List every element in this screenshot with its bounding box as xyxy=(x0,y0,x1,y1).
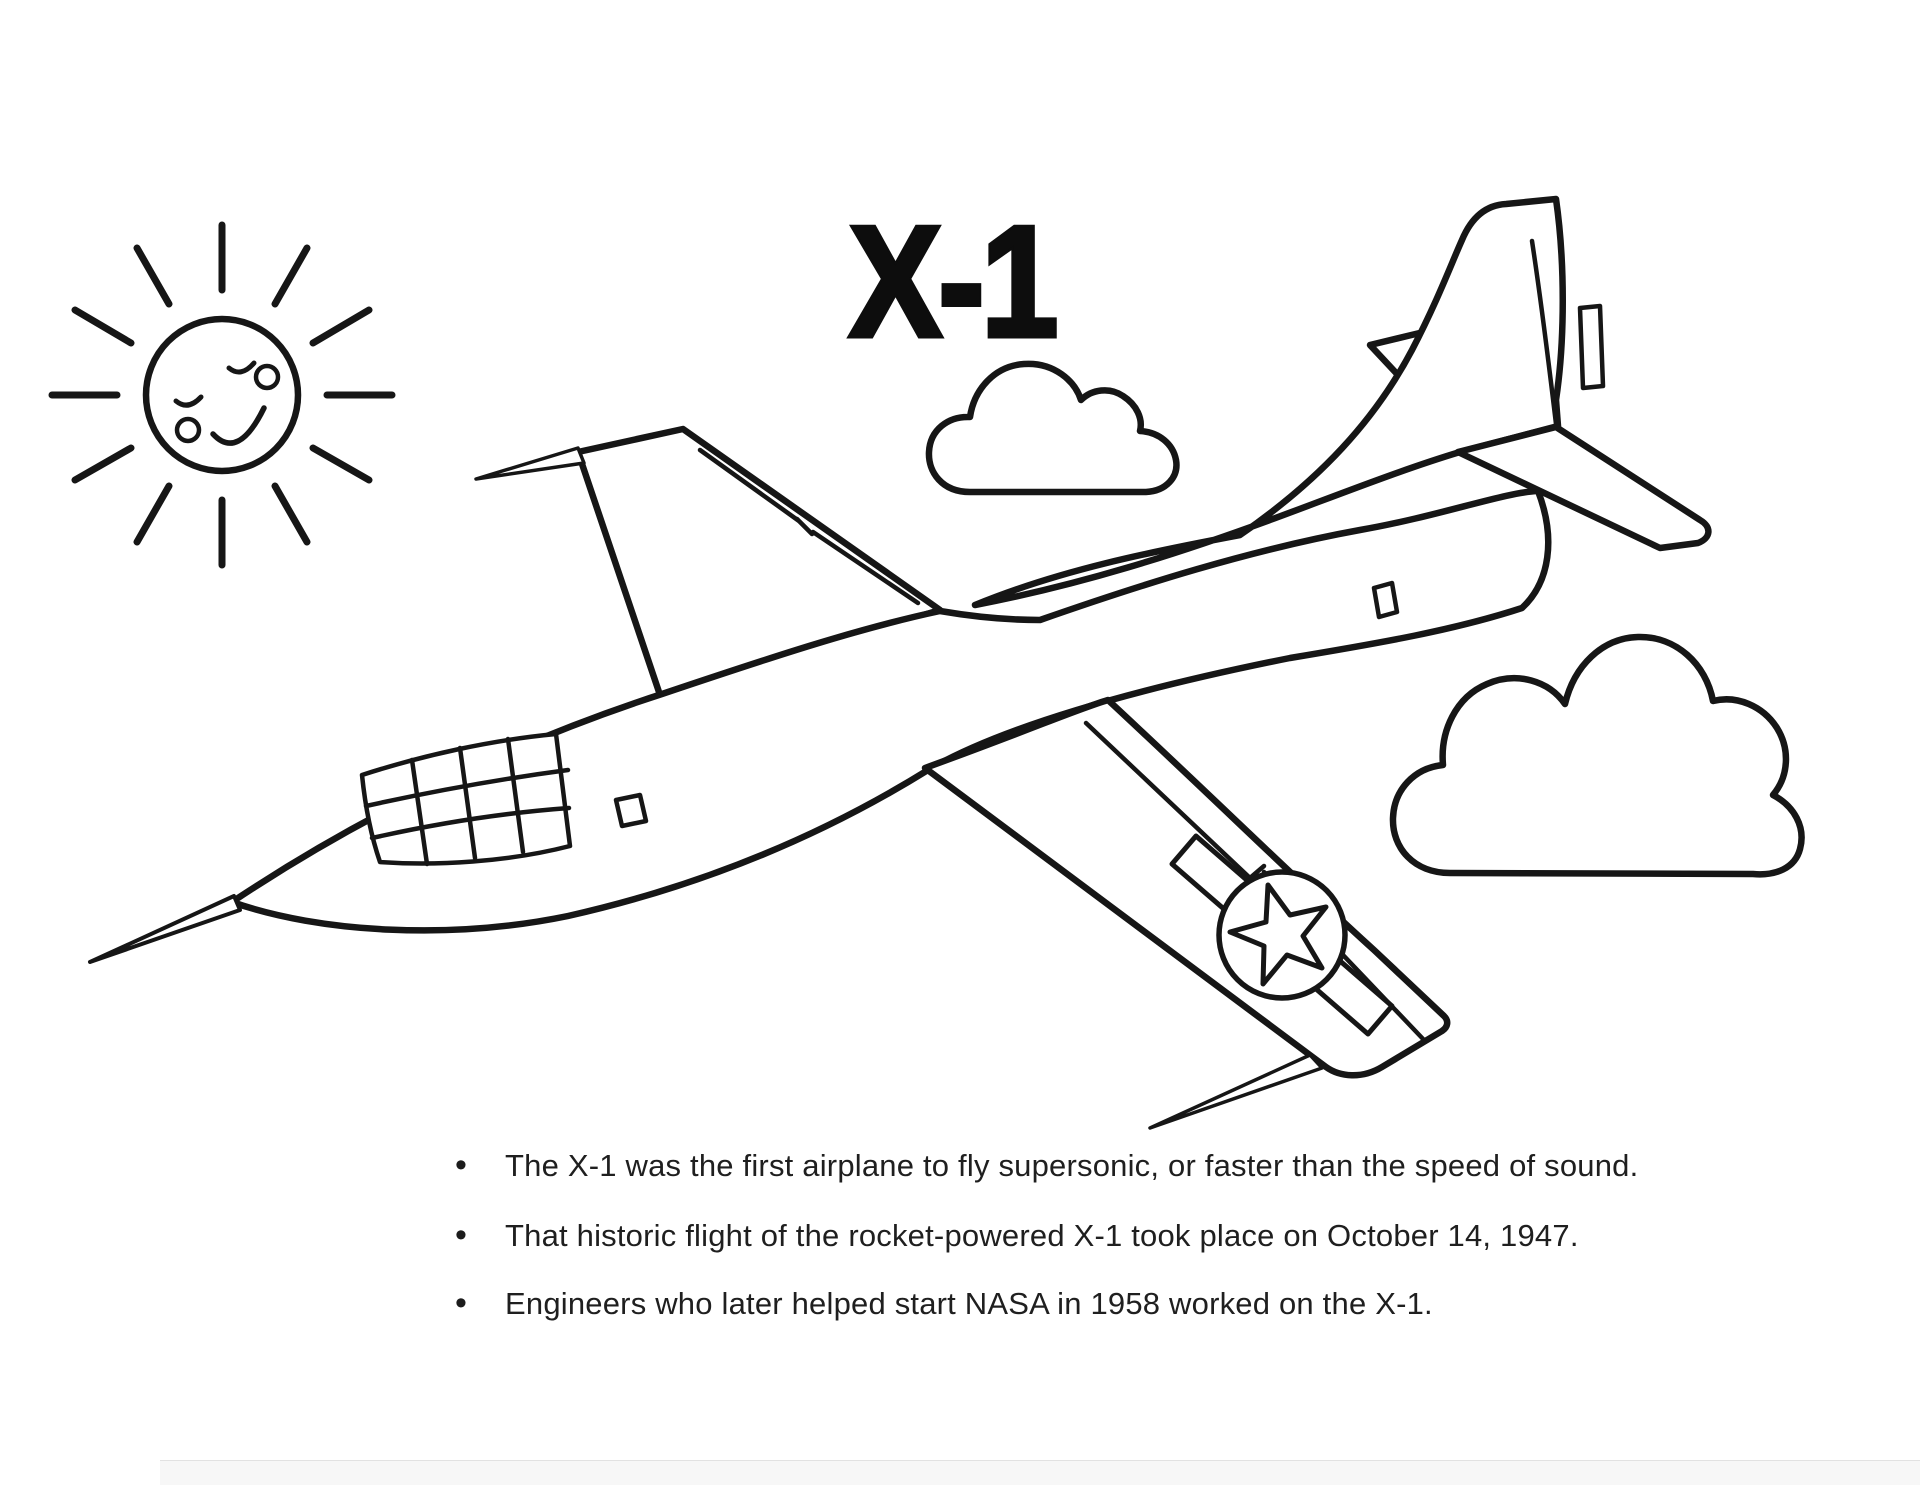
x1-airplane-outline xyxy=(88,195,1712,1130)
fact-text: That historic flight of the rocket-power… xyxy=(505,1218,1579,1253)
rudder-line xyxy=(1529,238,1559,427)
near-stabilizer xyxy=(1454,423,1712,552)
usaf-star-insignia-icon xyxy=(1169,833,1395,1037)
sun-cheek-left xyxy=(174,416,202,444)
far-wing-tip-probe xyxy=(474,446,586,481)
fact-item: • The X-1 was the first airplane to fly s… xyxy=(455,1146,1638,1185)
canopy-columns xyxy=(409,736,526,867)
far-wing-aileron-line xyxy=(697,447,921,606)
sun-left-eye xyxy=(173,394,204,408)
near-wing-tip-probe xyxy=(1148,1053,1324,1130)
bullet-icon: • xyxy=(455,1216,467,1254)
sun-rays xyxy=(48,221,396,569)
fuselage-window-front xyxy=(613,792,649,829)
bullet-icon: • xyxy=(455,1146,467,1184)
sun-smile xyxy=(210,405,267,446)
cloud-icon-small xyxy=(925,360,1180,496)
insignia-star xyxy=(1227,882,1329,987)
canopy-grid xyxy=(359,731,573,867)
bullet-icon: • xyxy=(455,1284,467,1322)
fact-text: The X-1 was the first airplane to fly su… xyxy=(505,1148,1639,1183)
nose-probe xyxy=(88,894,242,964)
sun-icon xyxy=(48,221,396,569)
canopy-rows xyxy=(363,767,572,841)
page-bottom-edge xyxy=(160,1460,1920,1485)
sun-cheek-right xyxy=(253,363,281,391)
fact-item: • Engineers who later helped start NASA i… xyxy=(455,1284,1433,1323)
page-title: X-1 xyxy=(849,193,1055,370)
sun-face xyxy=(142,315,302,475)
fuselage-window-rear xyxy=(1371,580,1400,620)
rudder-tab xyxy=(1577,303,1606,391)
fact-item: • That historic flight of the rocket-powe… xyxy=(455,1216,1579,1255)
fact-text: Engineers who later helped start NASA in… xyxy=(505,1286,1433,1321)
cloud-icon-large xyxy=(1389,633,1805,878)
vertical-tail-fin xyxy=(971,195,1566,609)
sun-right-eye xyxy=(226,360,257,375)
